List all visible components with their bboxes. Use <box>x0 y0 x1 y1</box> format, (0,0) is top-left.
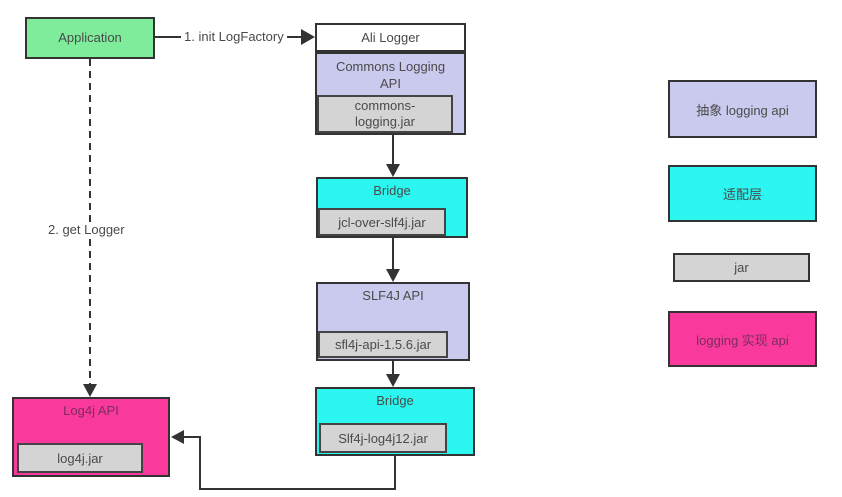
edge-commons-to-bridge <box>392 135 394 164</box>
slf4j-log4j12-jar-label: Slf4j-log4j12.jar <box>338 430 428 446</box>
arrowhead-left-icon <box>171 430 184 444</box>
legend-impl-api: logging 实现 api <box>668 311 817 367</box>
log4j-jar-label: log4j.jar <box>57 450 103 466</box>
bridge2-title: Bridge <box>376 393 414 408</box>
legend-abstract-api: 抽象 logging api <box>668 80 817 138</box>
edge-bridge2-seg-into <box>184 436 201 438</box>
legend-abstract-api-label: 抽象 logging api <box>696 102 789 118</box>
log4j-jar: log4j.jar <box>17 443 143 473</box>
arrowhead-down-icon <box>386 269 400 282</box>
edge-bridge2-seg-up <box>199 436 201 490</box>
ali-logger-title: Ali Logger <box>361 30 420 45</box>
application-node: Application <box>25 17 155 59</box>
slf4j-api-jar-label: sfl4j-api-1.5.6.jar <box>334 337 432 352</box>
edge-bridge2-seg-down <box>394 456 396 490</box>
arrowhead-down-icon <box>83 384 97 397</box>
arrowhead-right-icon <box>301 29 315 45</box>
legend-jar-label: jar <box>734 260 749 275</box>
legend-jar: jar <box>673 253 810 282</box>
edge-bridge-to-slf4j <box>392 238 394 269</box>
get-logger-dashed-line <box>89 59 91 384</box>
arrowhead-down-icon <box>386 374 400 387</box>
commons-logging-jar-label: commons-logging.jar <box>354 98 416 129</box>
get-logger-label: 2. get Logger <box>45 222 128 237</box>
edge-bridge2-seg-across <box>199 488 396 490</box>
legend-adapter-layer: 适配层 <box>668 165 817 222</box>
slf4j-api-jar: sfl4j-api-1.5.6.jar <box>318 331 448 358</box>
init-logfactory-label: 1. init LogFactory <box>181 29 287 44</box>
edge-slf4j-to-bridge2 <box>392 361 394 374</box>
commons-logging-api-label: Commons Logging API <box>335 59 446 91</box>
legend-impl-api-label: logging 实现 api <box>696 332 789 348</box>
jcl-over-slf4j-jar: jcl-over-slf4j.jar <box>318 208 446 236</box>
jcl-over-slf4j-jar-label: jcl-over-slf4j.jar <box>338 214 426 230</box>
slf4j-api-title: SLF4J API <box>362 288 424 303</box>
application-label: Application <box>58 30 122 45</box>
commons-logging-jar: commons-logging.jar <box>317 95 453 133</box>
arrowhead-down-icon <box>386 164 400 177</box>
log4j-api-title: Log4j API <box>63 403 119 418</box>
ali-logger-header: Ali Logger <box>315 23 466 52</box>
slf4j-log4j12-jar: Slf4j-log4j12.jar <box>319 423 447 453</box>
bridge1-title: Bridge <box>373 183 411 198</box>
legend-adapter-layer-label: 适配层 <box>722 187 762 202</box>
